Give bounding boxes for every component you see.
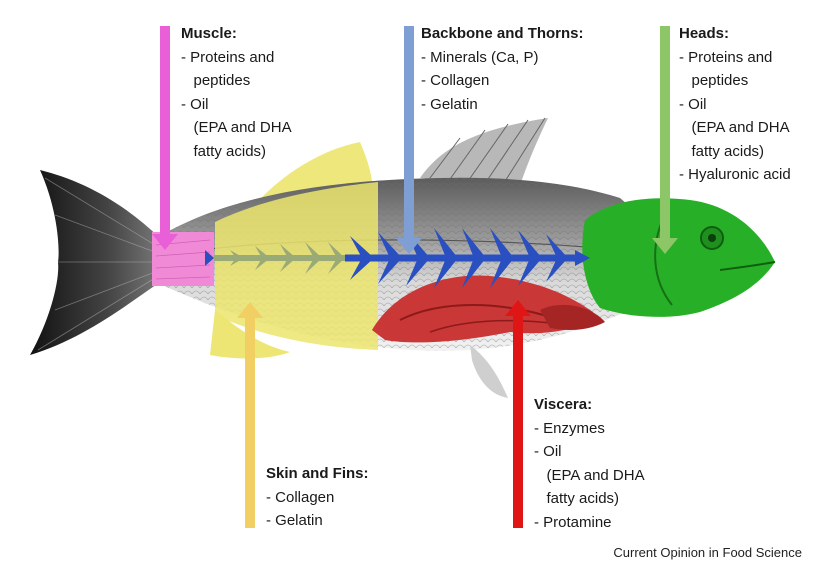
muscle-line: fatty acids) <box>181 140 292 164</box>
muscle-label: Muscle: - Proteins and peptides - Oil (E… <box>181 22 292 163</box>
backbone-line: - Minerals (Ca, P) <box>421 46 584 70</box>
heads-line: - Proteins and <box>679 46 791 70</box>
skin-title: Skin and Fins: <box>266 462 369 486</box>
source-credit: Current Opinion in Food Science <box>613 545 802 560</box>
heads-label: Heads: - Proteins and peptides - Oil (EP… <box>679 22 791 187</box>
muscle-arrow <box>152 26 178 250</box>
skin-line: - Gelatin <box>266 509 369 533</box>
viscera-label: Viscera: - Enzymes - Oil (EPA and DHA fa… <box>534 393 645 534</box>
muscle-line: - Proteins and <box>181 46 292 70</box>
viscera-line: - Protamine <box>534 511 645 535</box>
viscera-line: fatty acids) <box>534 487 645 511</box>
backbone-line: - Collagen <box>421 69 584 93</box>
heads-line: peptides <box>679 69 791 93</box>
viscera-line: - Oil <box>534 440 645 464</box>
heads-title: Heads: <box>679 22 791 46</box>
backbone-title: Backbone and Thorns: <box>421 22 584 46</box>
heads-line: (EPA and DHA <box>679 116 791 140</box>
muscle-line: - Oil <box>181 93 292 117</box>
viscera-title: Viscera: <box>534 393 645 417</box>
backbone-line: - Gelatin <box>421 93 584 117</box>
viscera-line: - Enzymes <box>534 417 645 441</box>
front-dorsal-fin <box>420 118 548 186</box>
backbone-label: Backbone and Thorns: - Minerals (Ca, P) … <box>421 22 584 116</box>
muscle-line: peptides <box>181 69 292 93</box>
tail-fin <box>30 170 160 355</box>
skin-line: - Collagen <box>266 486 369 510</box>
viscera-line: (EPA and DHA <box>534 464 645 488</box>
muscle-title: Muscle: <box>181 22 292 46</box>
pelvic-fin <box>470 345 508 398</box>
heads-line: - Oil <box>679 93 791 117</box>
head-region <box>582 198 775 317</box>
heads-line: fatty acids) <box>679 140 791 164</box>
skin-label: Skin and Fins: - Collagen - Gelatin <box>266 462 369 533</box>
heads-line: - Hyaluronic acid <box>679 163 791 187</box>
muscle-line: (EPA and DHA <box>181 116 292 140</box>
